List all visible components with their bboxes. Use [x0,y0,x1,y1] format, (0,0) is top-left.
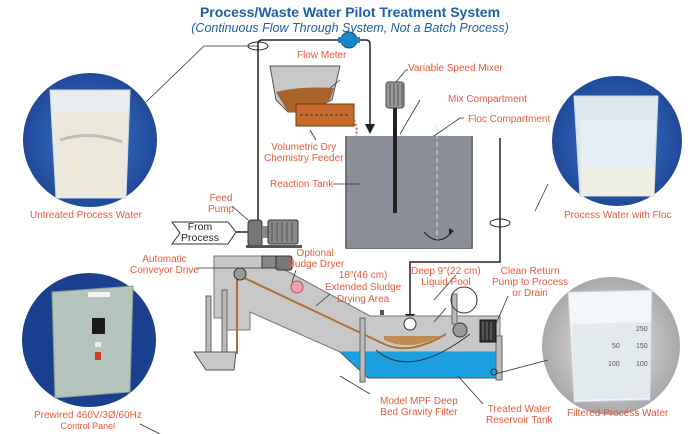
liquid-pool-line-2: Liquid Pool [421,277,471,288]
reaction-tank [345,126,473,249]
diagram-subtitle: (Continuous Flow Through System, Not a B… [191,21,509,35]
mix-compartment-label: Mix Compartment [448,94,527,105]
clean-return-line-1: Clean Return [500,266,560,277]
reaction-tank-label: Reaction Tank [270,179,334,190]
feed-pump-line-2: Pump [208,204,235,215]
from-process-label: From Process [170,222,230,244]
volumetric-feeder-icon [269,65,358,137]
sludge-dryer-line-1: Optional [296,248,334,259]
photo-process-water-with-floc [552,76,682,206]
clean-return-line-3: or Drain [512,288,548,299]
from-process-line-1: From [187,221,213,233]
extended-sludge-line-1: 18"(46 cm) [338,270,388,281]
beaker-mark-50: 50 [612,343,620,350]
control-panel-caption: Prewired 460V/3Ø/60Hz Control Panel [34,410,142,432]
clean-return-pump-label: Clean Return Pump to Process or Drain [492,266,568,299]
treated-water-line-2: Reservoir Tank [486,415,553,426]
sludge-dryer-line-2: Sludge Dryer [286,259,345,270]
liquid-pool-line-1: Deep 9"(22 cm) [411,266,481,277]
volumetric-feeder-label: Volumetric Dry Chemistry Feeder [264,142,343,164]
conveyor-drive-line-1: Automatic [142,254,187,265]
floc-water-caption: Process Water with Floc [564,210,672,221]
flow-meter-icon [338,31,360,49]
sludge-dryer-label: Optional Sludge Dryer [286,248,344,270]
volumetric-feeder-line-2: Chemistry Feeder [264,153,344,164]
liquid-pool-label: Deep 9"(22 cm) Liquid Pool [411,266,481,288]
treated-water-line-1: Treated Water [487,404,551,415]
extended-sludge-line-2: Extended Sludge [325,282,402,293]
piping [232,39,501,318]
photo-filtered-process-water: 250 150 100 50 100 [542,277,680,415]
small-sensor-icon [380,310,384,315]
extended-sludge-label: 18"(46 cm) Extended Sludge Drying Area [325,270,401,306]
conveyor-drive-line-2: Conveyor Drive [130,265,199,276]
variable-speed-mixer-label: Variable Speed Mixer [408,63,503,74]
pipe-callout-ring-2 [489,218,511,228]
control-panel-line-2: Control Panel [60,421,116,431]
floc-compartment-label: Floc Compartment [468,114,551,125]
photo-control-panel [22,273,156,407]
untreated-water-caption: Untreated Process Water [30,210,142,221]
inflow-arrow-icon [365,124,375,134]
beaker-mark-100b: 100 [608,361,620,368]
from-process-line-2: Process [181,232,219,244]
deep-bed-filter-label: Model MPF Deep Bed Gravity Filter [380,396,458,418]
beaker-mark-250: 250 [636,326,648,333]
photo-untreated-process-water [23,73,157,207]
filtered-water-caption: Filtered Process Water [567,408,669,419]
diagram-title: Process/Waste Water Pilot Treatment Syst… [199,4,501,20]
clean-return-line-2: Pump to Process [492,277,569,288]
sludge-dryer-icon [290,280,304,294]
feed-pump-line-1: Feed [209,193,233,204]
leader-lines [139,45,549,434]
beaker-mark-150: 150 [636,343,648,350]
extended-sludge-line-3: Drying Area [336,294,390,305]
volumetric-feeder-line-1: Volumetric Dry [271,142,337,153]
deep-bed-gravity-filter [193,255,503,383]
deep-bed-filter-line-1: Model MPF Deep [380,396,458,407]
flow-meter-label: Flow Meter [297,50,347,61]
feed-pump-label: Feed Pump [208,193,234,215]
control-panel-line-1: Prewired 460V/3Ø/60Hz [34,410,142,421]
clean-return-pump-icon [450,286,497,343]
treated-water-tank-label: Treated Water Reservoir Tank [486,404,553,426]
beaker-mark-100: 100 [636,361,648,368]
conveyor-drive-label: Automatic Conveyor Drive [130,254,199,276]
feed-pump-icon [246,219,302,248]
from-process-arrow-icon [171,221,237,245]
deep-bed-filter-line-2: Bed Gravity Filter [380,407,458,418]
